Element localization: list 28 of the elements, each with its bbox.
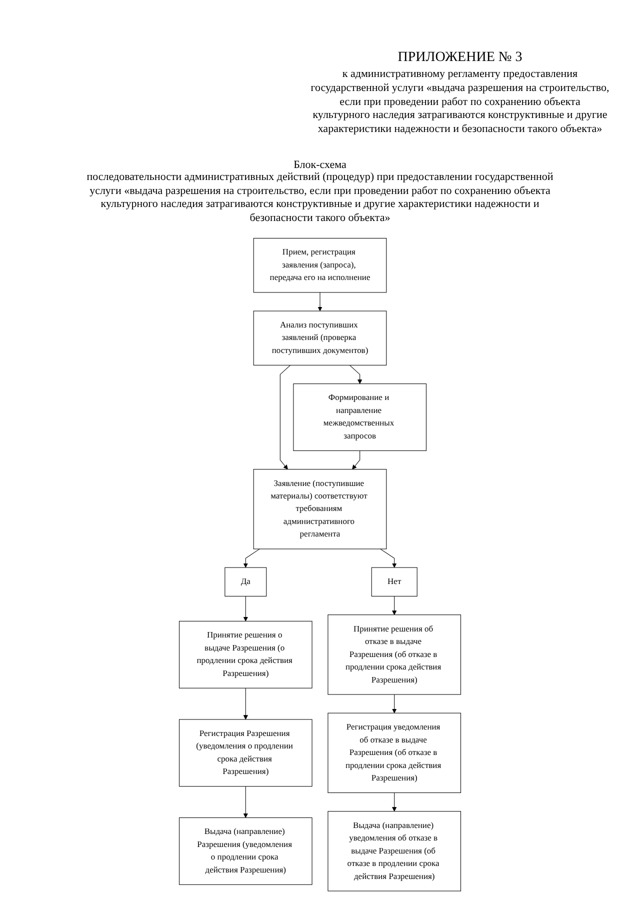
appendix-note: к административному регламенту предоставления государственной услуги «выдача разрешения на строительство, если при проведении работ по сохранению объекта культурного наследия затрагиваются конструктивные и другие характеристики надежности и безопасности такого объекта» [310, 68, 610, 137]
node-box: Да [224, 567, 267, 596]
arrow [352, 450, 360, 470]
appendix-title: ПРИЛОЖЕНИЕ № 3 [396, 50, 524, 66]
node-box: Выдача (направление) уведомления об отказе в выдаче Разрешения (об отказе в продлении срока действия Разрешения) [328, 810, 462, 892]
node-box: Нет [371, 567, 418, 596]
node-box: Заявление (поступившие материалы) соответствуют требованиям административного регламента [253, 468, 387, 549]
scheme-heading: Блок-схема [292, 158, 348, 171]
node-box: Принятие решения об отказе в выдаче Разрешения (об отказе в продлении срока действия Разрешения) [328, 614, 462, 694]
node-box: Регистрация уведомления об отказе в выдаче Разрешения (об отказе в продлении срока действия Разрешения) [328, 712, 462, 793]
arrow [318, 292, 322, 311]
arrow [243, 688, 248, 720]
node-box: Регистрация Разрешения (уведомления о продлении срока действия Разрешения) [178, 718, 312, 786]
arrow [392, 694, 397, 714]
node-box: Формирование и направление межведомственных запросов [293, 383, 426, 451]
node-box: Анализ поступивших заявлений (проверка поступивших документов) [253, 310, 387, 366]
node-box: Выдача (направление) Разрешения (уведомления о продлении срока действия Разрешения) [178, 817, 312, 885]
arrow [380, 548, 397, 568]
arrow [243, 786, 248, 818]
arrow [280, 364, 291, 470]
node-box: Принятие решения о выдаче Разрешения (о продлении срока действия Разрешения) [178, 620, 312, 688]
arrow [243, 596, 248, 622]
arrow [243, 548, 260, 568]
arrow [349, 364, 362, 384]
node-box: Прием, регистрация заявления (запроса), передача его на исполнение [253, 238, 387, 292]
arrow [392, 596, 397, 615]
arrow [392, 792, 397, 812]
scheme-description: последовательности административных действий (процедур) при предоставлении государственной услуги «выдача разрешения на строительство, если при проведении работ по сохранению объекта культурного наследия затрагиваются конструктивные и другие характеристики надежности и безопасности такого объекта» [86, 170, 554, 226]
